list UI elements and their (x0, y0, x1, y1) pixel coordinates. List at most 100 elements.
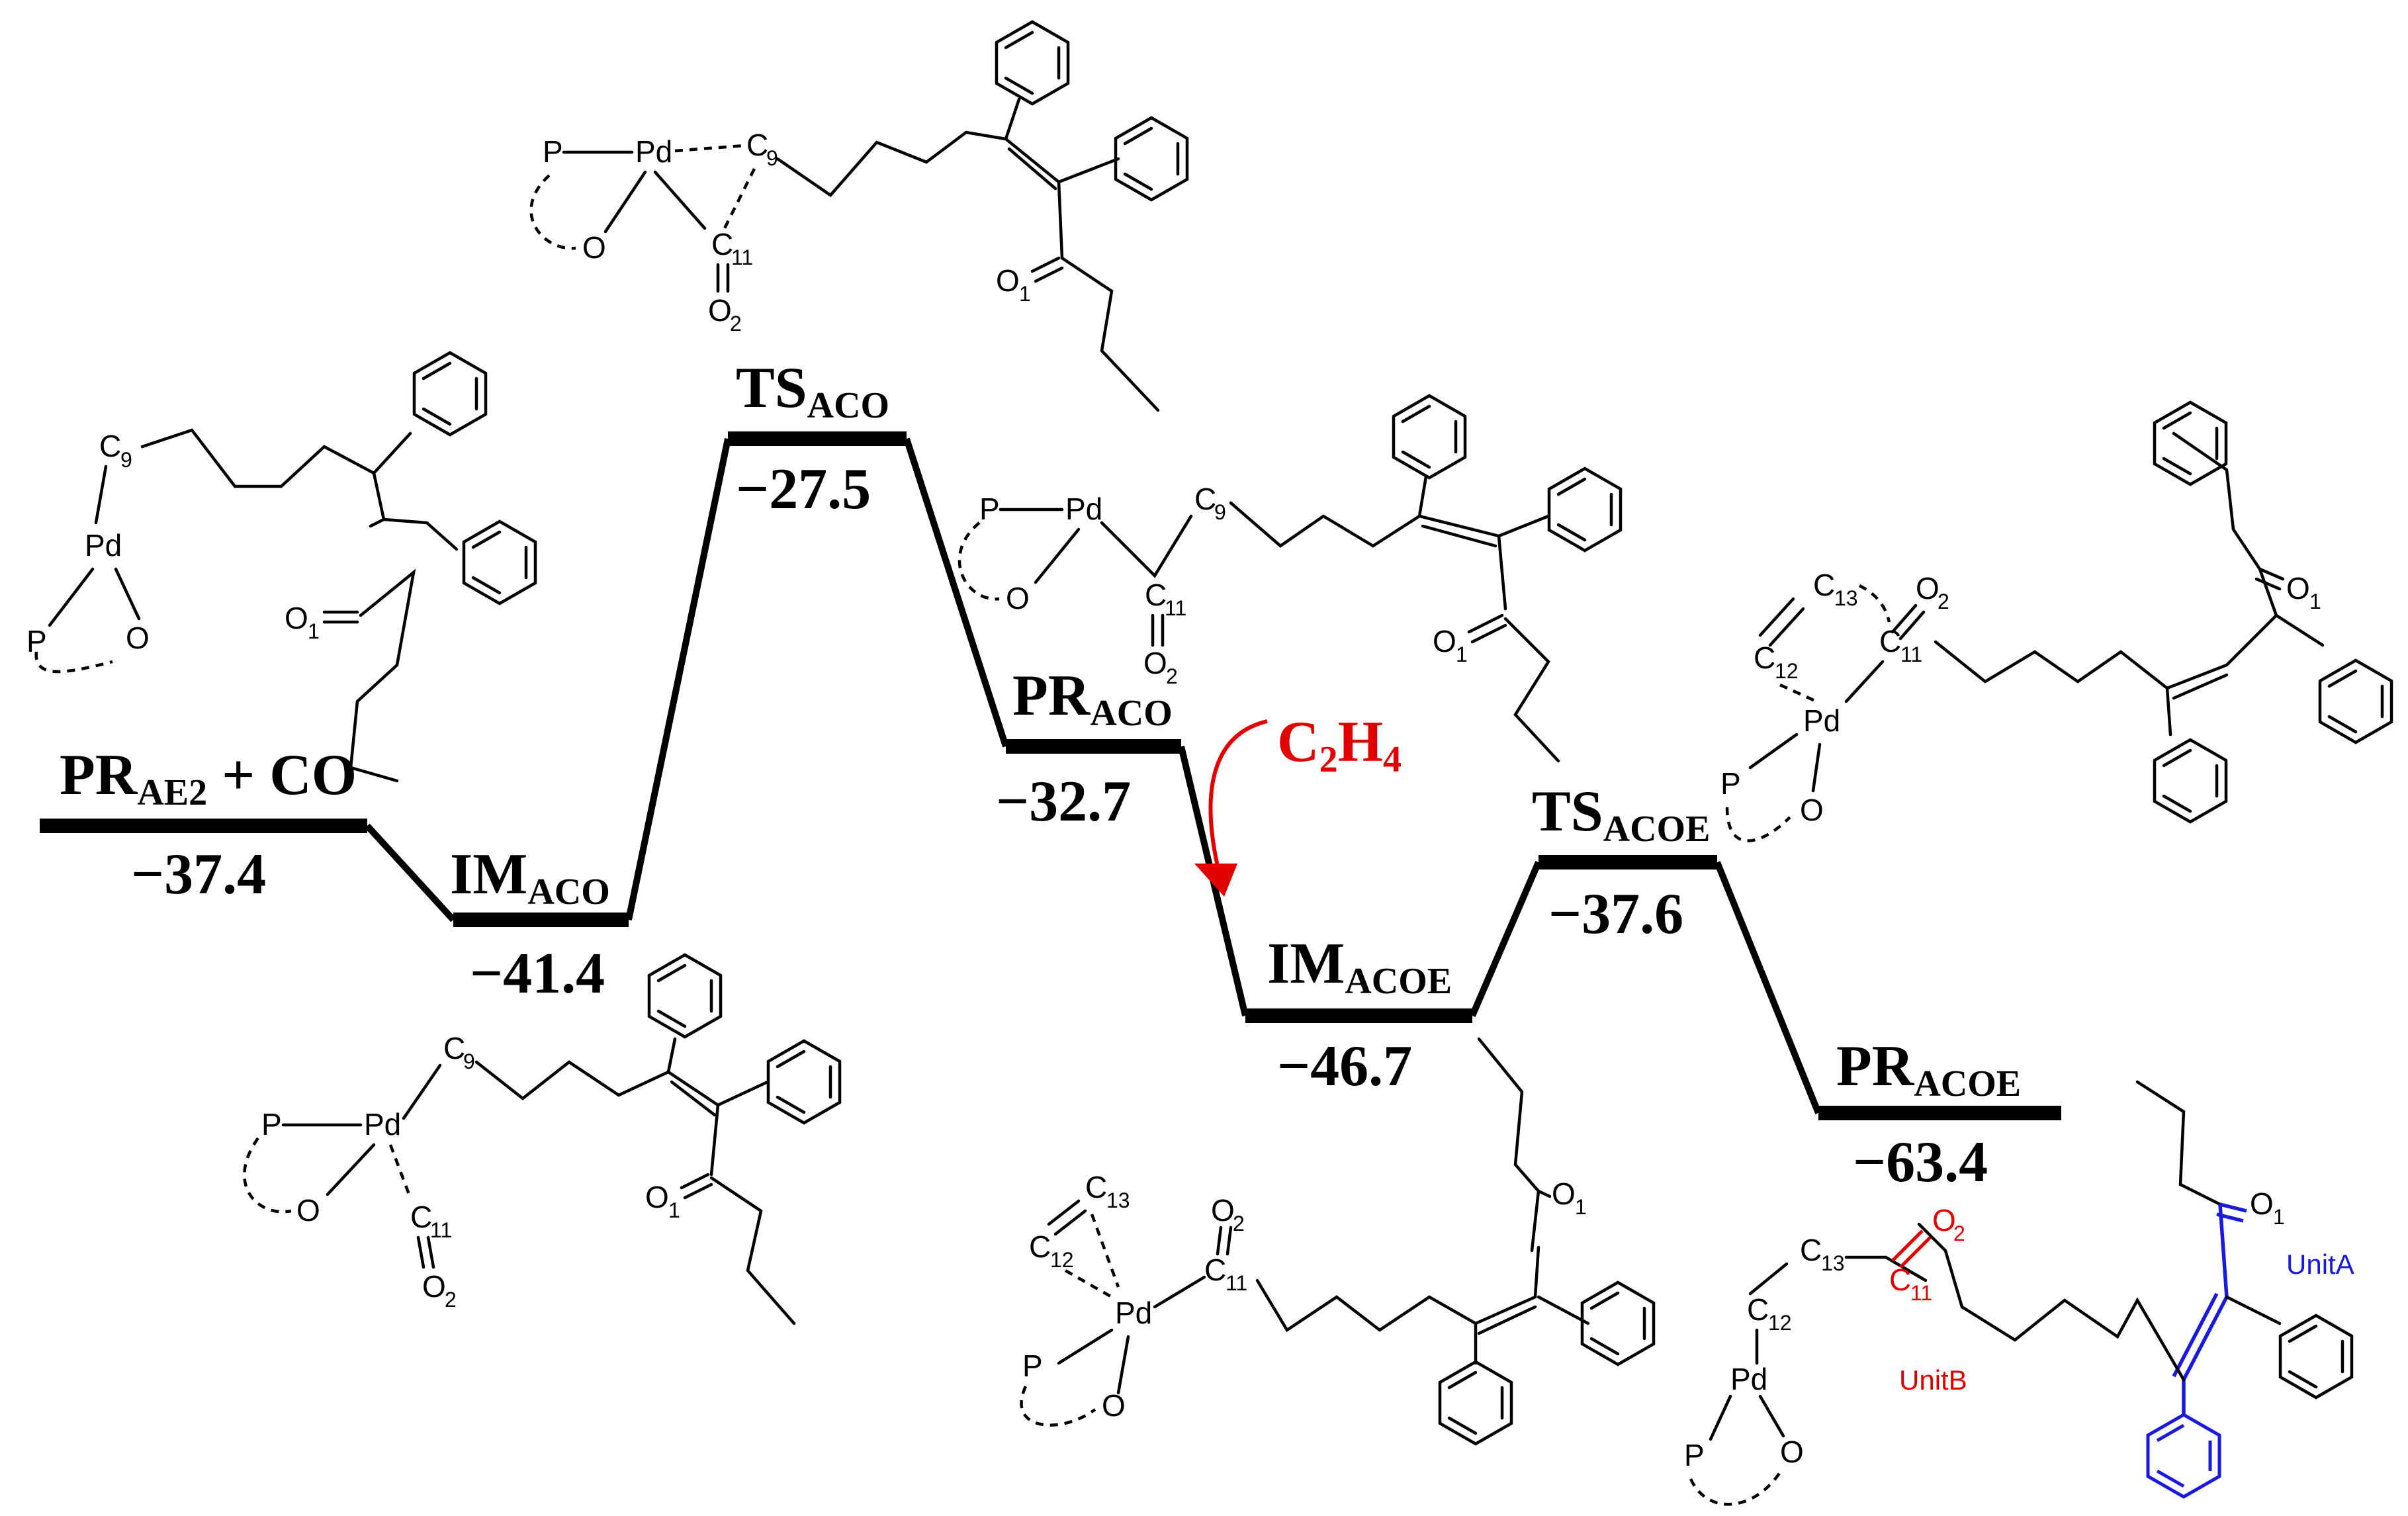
connector (625, 437, 731, 921)
connector (365, 823, 456, 922)
svg-text:C: C (711, 227, 733, 261)
svg-text:C: C (1800, 1233, 1822, 1267)
svg-text:2: 2 (1938, 590, 1949, 613)
svg-text:Pd: Pd (635, 134, 672, 169)
structure-pr-ae2: C 9 Pd P O O 1 (26, 353, 535, 783)
red-arrow (1208, 719, 1268, 881)
unit-a-label: UnitA (2286, 1249, 2354, 1280)
svg-text:11: 11 (731, 245, 753, 269)
svg-text:O: O (285, 601, 308, 635)
svg-text:O: O (1211, 1193, 1235, 1227)
svg-text:9: 9 (766, 146, 778, 170)
energy-levels (40, 431, 2061, 1120)
svg-text:Pd: Pd (364, 1107, 401, 1141)
svg-text:P: P (1684, 1438, 1705, 1472)
svg-text:1: 1 (2309, 590, 2321, 613)
svg-text:11: 11 (430, 1218, 452, 1242)
svg-text:Pd: Pd (1115, 1296, 1152, 1330)
svg-text:2: 2 (445, 1288, 457, 1312)
svg-text:C: C (1194, 482, 1216, 516)
svg-text:2: 2 (1233, 1212, 1245, 1235)
svg-text:O: O (708, 293, 732, 328)
svg-text:P: P (979, 492, 1000, 526)
svg-text:13: 13 (1834, 586, 1858, 610)
svg-text:C: C (99, 429, 121, 463)
label-ts-aco: TSACO (736, 356, 889, 426)
energy-im-aco: −41.4 (470, 942, 605, 1006)
svg-text:C: C (746, 128, 768, 162)
svg-text:11: 11 (1910, 1281, 1932, 1305)
svg-text:12: 12 (1050, 1248, 1074, 1272)
svg-text:O: O (1800, 793, 1824, 827)
svg-text:1: 1 (308, 619, 320, 643)
label-pr-ae2: PRAE2 + CO (60, 743, 357, 813)
svg-text:O: O (422, 1269, 446, 1304)
svg-text:13: 13 (1106, 1188, 1130, 1212)
structure-pr-aco: P Pd O C 9 C 11 O 2 O 1 (958, 396, 1621, 763)
svg-text:9: 9 (463, 1049, 475, 1073)
svg-text:P: P (543, 134, 563, 169)
svg-text:O: O (1433, 624, 1456, 658)
svg-text:12: 12 (1768, 1311, 1792, 1335)
svg-text:9: 9 (1214, 500, 1226, 524)
svg-text:C: C (1813, 568, 1835, 602)
svg-text:12: 12 (1775, 659, 1799, 683)
energy-pr-acoe: −63.4 (1853, 1130, 1988, 1194)
svg-text:Pd: Pd (85, 528, 122, 562)
energy-ts-acoe: −37.6 (1548, 882, 1683, 946)
phenyl-ring (464, 521, 535, 603)
svg-text:O: O (582, 230, 606, 265)
svg-text:O: O (996, 263, 1020, 298)
label-pr-aco: PRACO (1012, 664, 1173, 734)
svg-text:O: O (1916, 571, 1940, 605)
structure-pr-acoe: O 1 UnitA C 13 C 12 O 2 C 11 UnitB Pd P … (1684, 1080, 2354, 1506)
svg-text:C: C (410, 1200, 432, 1234)
svg-text:11: 11 (1226, 1271, 1247, 1295)
structure-im-aco: P Pd O C 9 C 11 O 2 O 1 (243, 955, 840, 1325)
structure-ts-aco: P Pd C 9 O C 11 O 2 O 1 (529, 22, 1187, 412)
svg-text:O: O (1102, 1388, 1126, 1423)
svg-text:Pd: Pd (1803, 703, 1840, 738)
svg-text:C: C (443, 1031, 465, 1065)
svg-text:1: 1 (1019, 282, 1031, 306)
reagent-c2h4: C2H4 (1277, 710, 1402, 780)
energy-ts-aco: −27.5 (736, 457, 871, 521)
unit-b-label: UnitB (1899, 1364, 1967, 1396)
label-im-aco: IMACO (450, 842, 610, 913)
connector (1469, 861, 1542, 1017)
svg-text:P: P (1022, 1349, 1043, 1383)
svg-text:O: O (1780, 1435, 1804, 1469)
red-arrowhead (1194, 864, 1237, 897)
svg-text:1: 1 (1456, 643, 1468, 666)
connector (903, 437, 1009, 748)
level-labels: PRAE2 + CO −37.4 IMACO −41.4 TSACO −27.5… (60, 356, 2021, 1194)
svg-text:O: O (645, 1180, 669, 1214)
svg-text:2: 2 (1953, 1222, 1965, 1245)
svg-text:11: 11 (1900, 643, 1922, 666)
svg-text:13: 13 (1821, 1251, 1845, 1275)
svg-text:9: 9 (120, 448, 132, 472)
svg-text:O: O (1552, 1177, 1576, 1211)
label-pr-acoe: PRACOE (1836, 1034, 2021, 1104)
svg-text:C: C (1085, 1170, 1107, 1204)
ethylene-addition: C2H4 (1194, 710, 1402, 897)
svg-text:O: O (1143, 646, 1167, 680)
label-ts-acoe: TSACOE (1532, 780, 1710, 850)
svg-text:1: 1 (668, 1198, 680, 1222)
svg-text:11: 11 (1165, 596, 1186, 620)
svg-text:O: O (2250, 1186, 2274, 1221)
energy-im-acoe: −46.7 (1277, 1034, 1412, 1098)
svg-text:1: 1 (2273, 1205, 2285, 1229)
svg-text:P: P (261, 1107, 282, 1141)
structure-ts-acoe: O 1 C 13 C 12 C 11 O 2 Pd P O (1720, 402, 2391, 842)
energy-pr-ae2: −37.4 (131, 842, 266, 907)
svg-text:O: O (1006, 581, 1030, 615)
svg-text:P: P (1720, 766, 1741, 801)
phenyl-ring (414, 353, 486, 435)
svg-text:2: 2 (730, 312, 742, 335)
svg-text:C: C (1145, 578, 1167, 612)
svg-text:1: 1 (1575, 1195, 1587, 1219)
svg-text:Pd: Pd (1065, 492, 1102, 526)
label-im-acoe: IMACOE (1267, 932, 1452, 1002)
